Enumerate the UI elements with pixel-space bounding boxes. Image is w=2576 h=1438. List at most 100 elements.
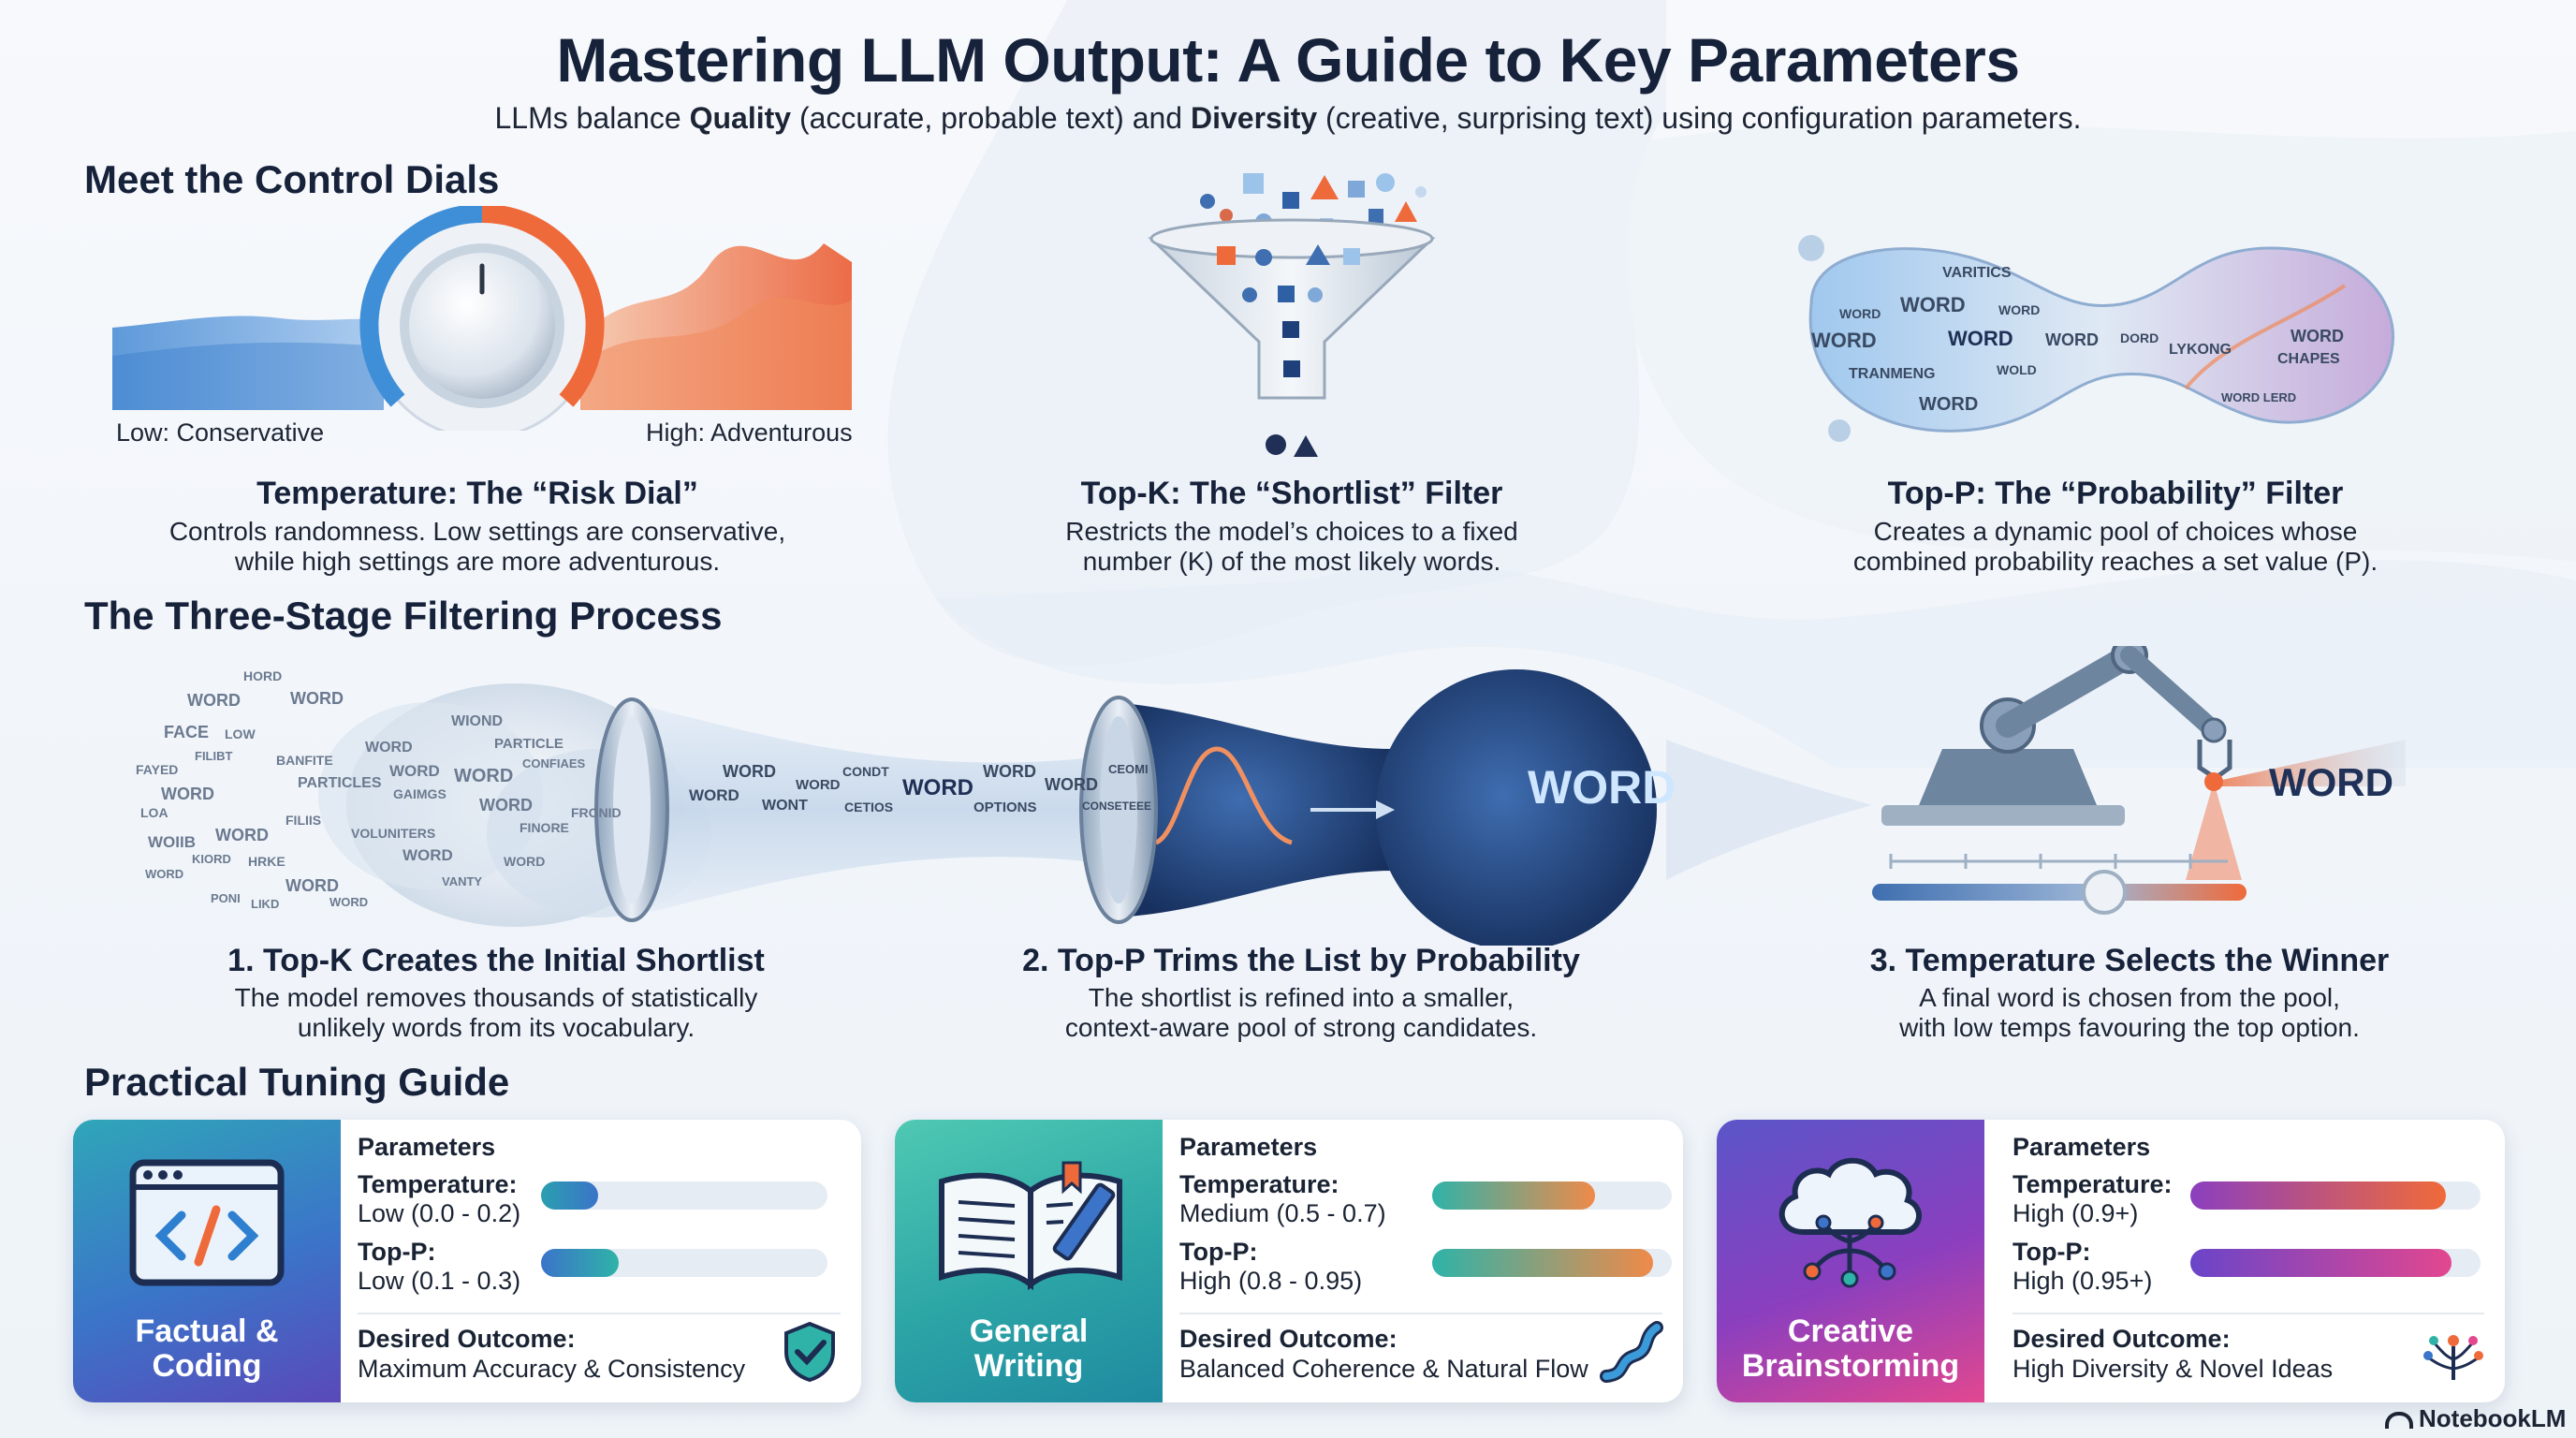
temperature-dial-illustration [112,206,852,431]
stage-3-title: 3. Temperature Selects the Winner [1869,943,2390,978]
stage-2-title: 2. Top-P Trims the List by Probability [1022,943,1580,978]
tube-word: WORD [689,786,739,804]
cloud-word: WORD [389,762,440,780]
topp-level-bar [2190,1249,2481,1277]
topp-param: Top-P:High (0.95+) [2012,1238,2153,1295]
cloud-word: WORD [290,689,344,708]
topp-blob-illustration [1798,235,2394,442]
blob-word: WOLD [1997,362,2037,377]
cloud-word: VOLUNITERS [351,826,436,841]
stage-1-description: The model removes thousands of statistic… [234,983,758,1042]
page-subtitle: LLMs balance Quality (accurate, probable… [494,101,2082,135]
shortlist-result-word: WORD [1528,761,1676,814]
cloud-word: WORD [329,895,369,909]
blob-word: WORD [1998,302,2041,317]
topp-param: Top-P:Low (0.1 - 0.3) [358,1238,521,1295]
vocabulary-cloud-words: HORD WORD WORD FACE WIOND LOW PARTICLE C… [94,646,749,946]
section-heading-tuning: Practical Tuning Guide [84,1060,510,1104]
blob-word: DORD [2120,330,2159,345]
parameters-heading: Parameters [1179,1133,1318,1161]
cloud-word: WORD [215,826,269,844]
cloud-word: WORD [479,796,533,814]
blob-word: WORD [1919,394,1979,415]
open-book-pen-icon [939,1161,1122,1291]
topp-level-fill [1432,1249,1653,1277]
temperature-param: Temperature:High (0.9+) [2012,1170,2173,1227]
cloud-word: LIKD [251,897,280,911]
cloud-word: FACE [164,723,210,741]
temperature-param: Temperature:Low (0.0 - 0.2) [358,1170,521,1227]
stage-1-title: 1. Top-K Creates the Initial Shortlist [227,943,765,978]
section-heading-stages: The Three-Stage Filtering Process [84,594,723,638]
card-divider [2012,1313,2484,1314]
cloud-word: FILIBT [195,749,233,763]
shield-check-icon [784,1321,835,1383]
cloud-word: GAIMGS [393,786,446,801]
idea-tree-icon [2423,1335,2483,1380]
temperature-level-bar [1432,1181,1672,1210]
temperature-dial-description: Controls randomness. Low settings are co… [168,517,786,576]
filtering-pipeline-illustration [318,646,2406,946]
temperature-level-fill [2190,1181,2446,1210]
temperature-high-label: High: Adventurous [646,418,853,447]
temperature-level-fill [1432,1181,1596,1210]
topp-blob-words: VARITICS WORD WORD WORD WORD WORD WORD D… [1783,229,2410,445]
cloud-word: FILIIS [285,813,322,828]
temperature-level-fill [541,1181,599,1210]
blob-word: WORD [1948,327,2013,350]
blob-word: LYKONG [2169,342,2232,358]
blob-word: WORD [2291,327,2344,345]
tuning-card-factual-coding: Factual &Coding Parameters Temperature:L… [73,1120,861,1402]
cloud-word: FAYED [136,762,179,777]
tube-word: CEOMI [1108,762,1149,776]
cloud-word: BANFITE [276,753,333,768]
notebooklm-logo-icon [2385,1412,2413,1430]
blob-word: WORD [2045,330,2099,349]
cloud-word: CONFIAES [522,756,586,770]
cloud-word: WORD [365,740,413,756]
tube-word: CONSETEEE [1082,800,1152,813]
cloud-word: WORD [402,846,453,864]
cloud-word: LOA [140,805,168,820]
tube-word: CONDT [842,764,889,779]
selected-final-word: WORD [2269,760,2393,804]
desired-outcome: Desired Outcome:High Diversity & Novel I… [2012,1325,2334,1383]
cloud-word: VANTY [442,874,483,888]
shortlist-tube-words: WORD WORD CONDT WORD WORD WORD WORD WONT… [655,646,1179,946]
cloud-word: WORD [161,785,214,803]
cloud-word: PARTICLES [298,775,382,791]
topp-level-bar [541,1249,827,1277]
card-label: Factual &Coding [135,1313,279,1384]
cloud-word: WORD [454,766,514,786]
desired-outcome: Desired Outcome:Maximum Accuracy & Consi… [358,1325,746,1383]
cloud-word: PONI [211,891,241,905]
temperature-param: Temperature:Medium (0.5 - 0.7) [1179,1170,1386,1227]
blob-word: TRANMENG [1849,366,1936,382]
temperature-level-bar [2190,1181,2481,1210]
tube-word: WORD [983,762,1036,781]
topp-level-fill [541,1249,619,1277]
temperature-level-bar [541,1181,827,1210]
tube-word: OPTIONS [973,800,1037,815]
topp-param: Top-P:High (0.8 - 0.95) [1179,1238,1363,1295]
brand-label: NotebookLM [2385,1404,2566,1433]
temperature-dial-title: Temperature: The “Risk Dial” [256,476,698,511]
card-icon-panel: Factual &Coding [73,1120,341,1402]
blob-word: WORD LERD [2221,390,2297,404]
tube-word: CETIOS [844,800,894,814]
topk-dial-description: Restricts the model’s choices to a fixed… [1065,517,1518,576]
cloud-word: LOW [225,726,256,741]
cloud-word: FINORE [520,820,569,835]
tube-word: WORD [723,762,776,781]
topk-dial-title: Top-K: The “Shortlist” Filter [1080,476,1503,511]
page-title: Mastering LLM Output: A Guide to Key Par… [556,25,2020,95]
temperature-low-label: Low: Conservative [116,418,325,447]
parameters-heading: Parameters [358,1133,496,1161]
topp-level-bar [1432,1249,1672,1277]
